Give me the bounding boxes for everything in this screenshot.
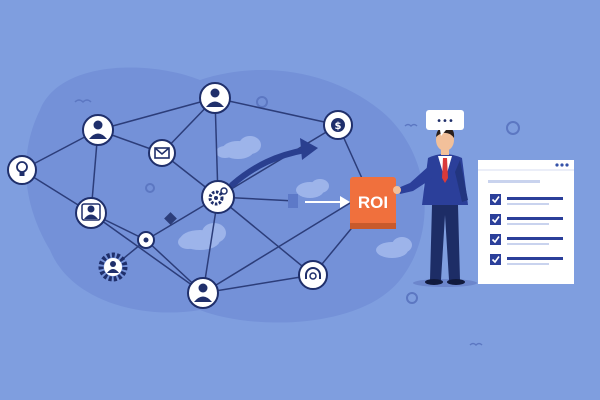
dollar-icon — [331, 118, 345, 132]
tie — [442, 158, 448, 183]
svg-text:$: $ — [335, 121, 342, 132]
lightbulb-icon — [16, 161, 28, 176]
people-icon — [81, 203, 101, 221]
gear-icon — [208, 187, 228, 206]
checklist-item — [490, 194, 563, 205]
user-node-bottom — [187, 277, 219, 309]
growth-arrow — [229, 138, 318, 188]
roi-label: ROI — [358, 193, 388, 212]
person-icon — [89, 120, 107, 139]
bird-icon — [74, 99, 92, 104]
decor-ring — [145, 183, 155, 193]
cloud-icon — [296, 179, 329, 198]
person-icon — [194, 283, 212, 302]
bird-icon — [404, 123, 418, 128]
headset-icon — [305, 267, 321, 280]
person-icon — [206, 88, 224, 107]
decor-ring — [506, 121, 520, 135]
decor-ring — [406, 292, 418, 304]
dollar-node: $ — [323, 110, 353, 140]
small-dot-node — [137, 231, 155, 249]
gear-person-icon — [98, 252, 128, 282]
user-node-top — [199, 82, 231, 114]
speech-bubble: ••• — [426, 110, 464, 136]
team-node — [75, 197, 107, 229]
cloud-icon — [216, 136, 261, 159]
settings-node — [201, 180, 235, 214]
speech-bubble-text: ••• — [436, 116, 454, 127]
user-node-top-left — [82, 114, 114, 146]
support-node — [298, 260, 328, 290]
flow-arrow — [288, 194, 350, 208]
envelope-icon — [154, 147, 170, 159]
checklist-header — [478, 160, 574, 170]
checklist-item — [490, 234, 563, 245]
idea-node — [7, 155, 37, 185]
businessman — [393, 126, 477, 287]
dot-icon — [143, 237, 149, 243]
roi-book: ROI — [350, 177, 396, 229]
shadow — [413, 279, 477, 287]
checklist-panel — [478, 160, 574, 284]
bird-icon — [469, 342, 483, 347]
cloud-icon — [376, 237, 412, 258]
connector-diamond — [164, 212, 177, 225]
mail-node — [148, 139, 176, 167]
decor-ring — [256, 96, 268, 108]
checklist-item — [490, 214, 563, 225]
checklist-item — [490, 254, 563, 265]
